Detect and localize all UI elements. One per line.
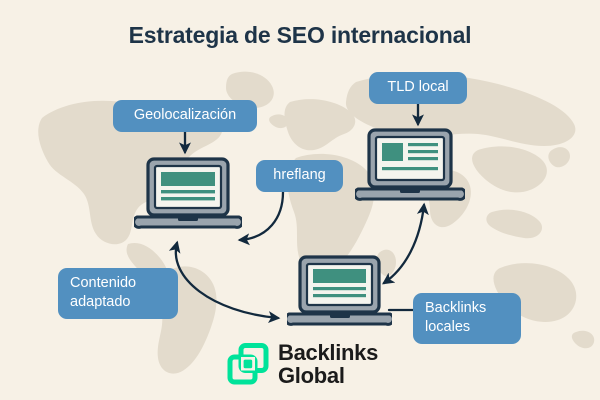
label-contenido-adaptado[interactable]: Contenido adaptado [58, 268, 178, 319]
logo-text: Backlinks Global [278, 340, 379, 388]
label-hreflang[interactable]: hreflang [256, 160, 343, 192]
logo: Backlinks Global [227, 341, 378, 387]
connector-left-center [168, 240, 281, 324]
laptop-center-illustration [287, 255, 392, 326]
page-title: Estrategia de SEO internacional [128, 22, 472, 48]
connector-hreflang [237, 190, 285, 246]
label-tld-local[interactable]: TLD local [369, 72, 467, 104]
backlinks-global-logo-icon [227, 343, 269, 385]
laptop-top-right-illustration [355, 128, 465, 201]
label-backlinks-locales[interactable]: Backlinks locales [413, 293, 521, 344]
label-geolocalizacion[interactable]: Geolocalización [113, 100, 257, 132]
laptop-left-illustration [134, 157, 242, 229]
connector-center-topright [382, 202, 429, 285]
